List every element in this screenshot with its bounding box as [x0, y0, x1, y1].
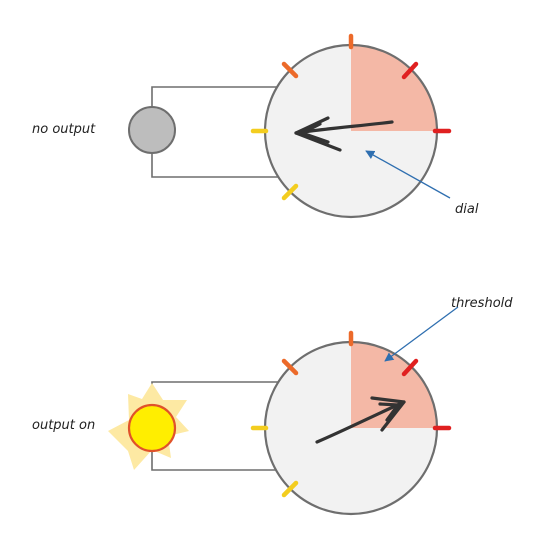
panel-output-on: output on threshold	[32, 296, 513, 516]
dial-callout: dial	[365, 150, 479, 217]
panel-no-output: no output dial	[32, 33, 479, 219]
lamp-off	[128, 106, 176, 154]
lamp-label-on: output on	[32, 418, 95, 433]
wires-top	[151, 86, 284, 178]
dial-bottom	[250, 330, 452, 516]
tick-red	[401, 61, 419, 80]
tick-yellow	[281, 183, 299, 201]
tick-yellow	[281, 480, 299, 498]
dial-top	[250, 33, 452, 219]
threshold-label: threshold	[451, 296, 513, 311]
dial-needle	[315, 396, 406, 444]
threshold-zone	[351, 45, 437, 131]
dial-ticks	[250, 33, 452, 201]
dial-label: dial	[455, 202, 479, 217]
dial-pointer	[365, 150, 451, 199]
lamp-label-off: no output	[32, 122, 96, 137]
threshold-zone	[351, 342, 437, 428]
tick-orange	[281, 61, 299, 79]
lamp-on	[127, 403, 177, 453]
tick-red	[401, 358, 419, 377]
dial-needle	[294, 116, 394, 152]
threshold-pointer	[384, 306, 459, 362]
tick-orange	[281, 358, 299, 376]
threshold-callout: threshold	[384, 296, 513, 362]
dial-ticks	[250, 330, 452, 498]
